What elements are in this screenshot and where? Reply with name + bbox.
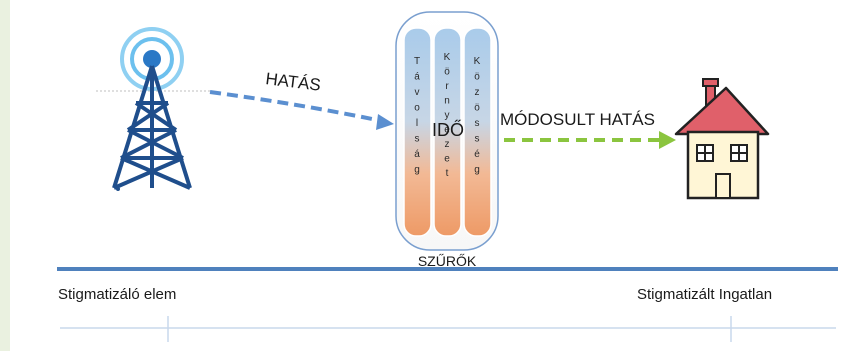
left-margin-strip <box>0 0 10 351</box>
filter-column-distance <box>403 27 432 237</box>
effect-label: HATÁS <box>265 69 322 95</box>
antenna-tip <box>143 50 161 68</box>
radio-tower-icon <box>96 27 210 191</box>
filter-column-letter: ö <box>474 72 480 83</box>
filters-label: SZŰRŐK <box>418 253 477 269</box>
effect-arrow <box>209 90 394 130</box>
filter-column-letter: T <box>414 56 420 67</box>
tower-structure <box>112 65 192 190</box>
modified-effect-label: MÓDOSULT HATÁS <box>500 110 655 129</box>
filter-column-environment <box>433 27 462 237</box>
filter-column-letter: é <box>474 149 480 160</box>
filter-column-letter: g <box>414 165 420 176</box>
filter-column-community <box>463 27 492 237</box>
filter-column-letter: K <box>474 56 481 67</box>
modified-effect-arrow <box>504 131 676 149</box>
filter-column-letter: g <box>474 165 480 176</box>
filter-column-letter: s <box>475 134 480 145</box>
filter-column-letter: s <box>475 118 480 129</box>
filter-column-letter: K <box>444 52 451 63</box>
filter-column-letter: z <box>445 139 450 150</box>
filter-column-letter: e <box>444 154 450 165</box>
filter-column-letter: t <box>446 168 449 179</box>
filter-column-letter: á <box>414 72 420 83</box>
filter-column-letter: e <box>444 125 450 136</box>
target-property-label: Stigmatizált Ingatlan <box>637 286 773 303</box>
filter-column-letter: r <box>445 81 449 92</box>
time-label: IDŐ <box>432 119 464 140</box>
filter-column-letter: s <box>415 134 420 145</box>
filter-column-letter: y <box>445 110 450 121</box>
filter-column-letter: ö <box>474 103 480 114</box>
house-icon <box>674 78 770 200</box>
filter-column-letter: l <box>416 118 418 129</box>
filter-column-letter: v <box>415 87 420 98</box>
filter-column-letter: á <box>414 149 420 160</box>
filter-column-letter: o <box>414 103 420 114</box>
filter-column-letter: n <box>444 96 450 107</box>
source-element-label: Stigmatizáló elem <box>58 286 177 303</box>
filter-column-letter: ö <box>444 67 450 78</box>
filter-column-letter: z <box>475 87 480 98</box>
